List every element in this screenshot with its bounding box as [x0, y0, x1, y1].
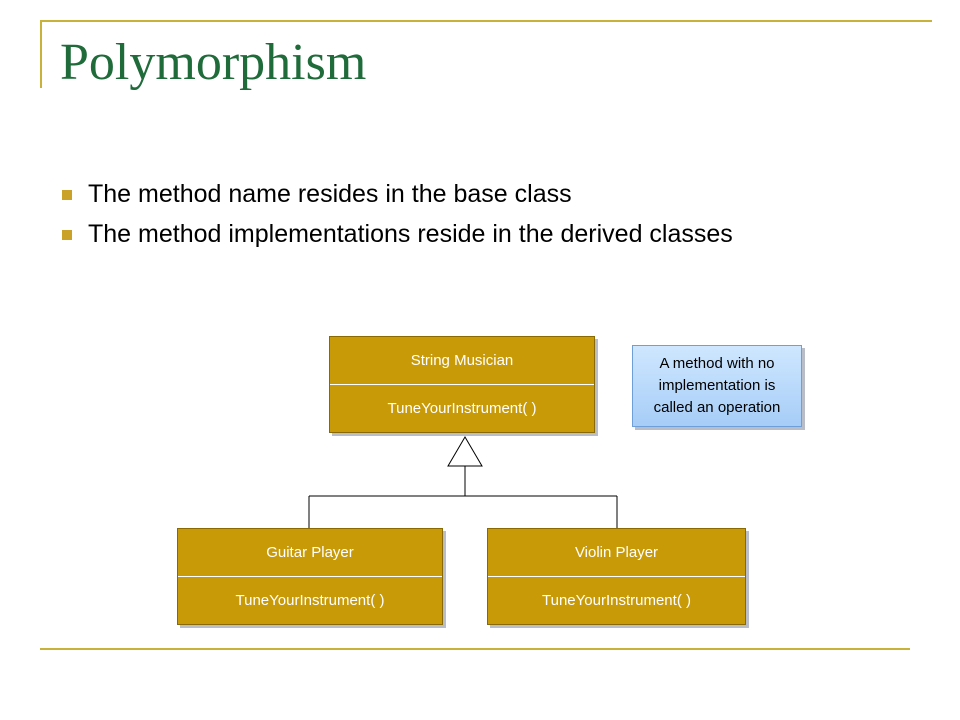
slide-frame-left — [40, 20, 42, 88]
base-class-string-musician: String Musician TuneYourInstrument( ) — [329, 336, 595, 433]
class-name: Guitar Player — [178, 529, 442, 577]
derived-class-guitar-player: Guitar Player TuneYourInstrument( ) — [177, 528, 443, 625]
bullet-square-icon — [62, 230, 72, 240]
slide-title: Polymorphism — [60, 34, 367, 91]
derived-class-violin-player: Violin Player TuneYourInstrument( ) — [487, 528, 746, 625]
bullet-item: The method implementations reside in the… — [60, 218, 760, 250]
bullet-item: The method name resides in the base clas… — [60, 178, 760, 210]
class-name: String Musician — [330, 337, 594, 385]
note-line: called an operation — [653, 399, 781, 416]
class-operation: TuneYourInstrument( ) — [387, 400, 537, 417]
note-line: implementation is — [658, 377, 776, 394]
bullet-text: The method implementations reside in the… — [88, 220, 733, 248]
class-operation: TuneYourInstrument( ) — [235, 592, 385, 609]
operation-note: A method with no implementation is calle… — [632, 345, 802, 427]
bullet-list: The method name resides in the base clas… — [60, 178, 760, 258]
class-name: Violin Player — [488, 529, 745, 577]
bullet-text: The method name resides in the base clas… — [88, 180, 572, 208]
class-operation: TuneYourInstrument( ) — [542, 592, 691, 609]
slide-frame-bottom — [40, 648, 910, 650]
bullet-square-icon — [62, 190, 72, 200]
slide-frame-top — [40, 20, 932, 22]
note-line: A method with no — [659, 355, 775, 372]
inheritance-triangle-icon — [447, 436, 483, 467]
